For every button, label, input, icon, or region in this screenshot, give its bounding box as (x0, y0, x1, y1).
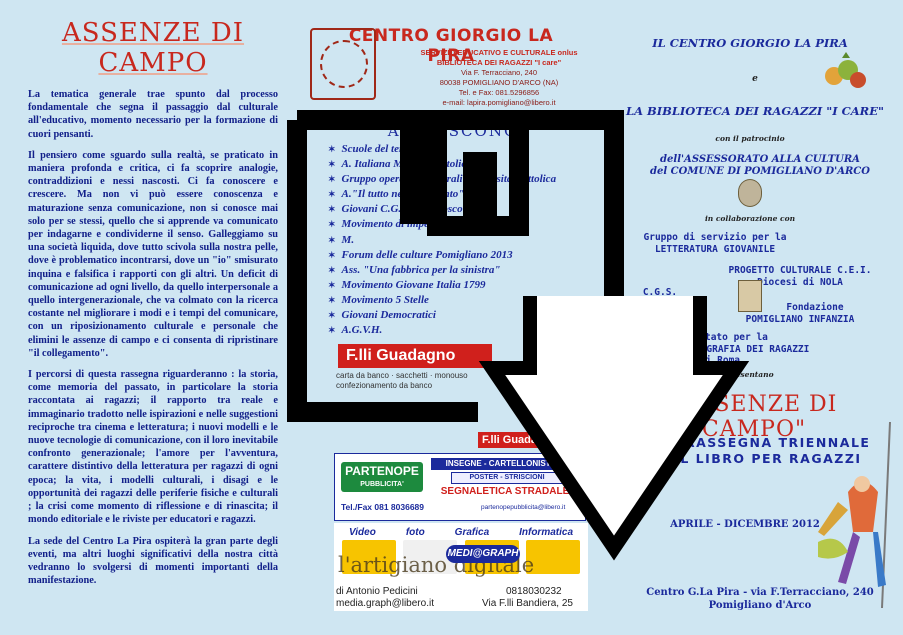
partenope-phone: Tel./Fax 081 8036689 (341, 502, 425, 512)
list-item: A."Il tutto nel frammento" (328, 187, 578, 202)
aderiscono-section: ADERISCONO Scuole del territorio A. Ital… (328, 122, 578, 338)
paragraph: I percorsi di questa rassegna riguardera… (28, 369, 278, 526)
assessorato-line-1: dell'ASSESSORATO ALLA CULTURA (660, 154, 860, 165)
guadagno-line: confezionamento da banco (336, 381, 433, 390)
partenope-logo: PARTENOPE PUBBLICITA' (341, 462, 423, 492)
list-item: Ass. "Una fabbrica per la sinistra" (328, 263, 578, 278)
header-line: SERVIZIO EDUCATIVO E CULTURALE onlus (420, 48, 578, 57)
centro-address: SERVIZIO EDUCATIVO E CULTURALE onlus BIB… (414, 48, 584, 108)
assessorato-line-2: del COMUNE DI POMIGLIANO D'ARCO (650, 166, 870, 177)
partenope-brand-sub: PUBBLICITA' (360, 481, 404, 488)
comitato-line-1: Comitato per la (682, 332, 768, 343)
partenope-email: partenopepubblicita@libero.it (481, 504, 566, 511)
list-item: Scuole del territorio (328, 142, 578, 157)
guadagno-logo: F.lli Guadagno (338, 344, 492, 368)
middle-panel: CENTRO GIORGIO LA PIRA SERVIZIO EDUCATIV… (306, 0, 592, 635)
centro-title: CENTRO GIORGIO LA PIRA (348, 26, 554, 66)
header-line: BIBLIOTECA DEI RAGAZZI "I care" (436, 58, 562, 67)
paragraph: Il pensiero come sguardo sulla realtà, s… (28, 149, 278, 359)
guadagno-line: carta da banco · sacchetti · monouso (336, 371, 468, 380)
event-dates: APRILE - DICEMBRE 2012 (670, 519, 820, 530)
mediagraph-phone: 0818030232 (506, 586, 562, 597)
partenope-poster: POSTER - STRISCIONI (451, 472, 563, 484)
partenope-segnaletica: SEGNALETICA STRADALE (440, 486, 570, 497)
cgs-line-2: DON BOSCO (644, 299, 696, 310)
header-line: e-mail: lapira.pomigliano@libero.it (442, 98, 556, 107)
list-item: Forum delle culture Pomigliano 2013 (328, 248, 578, 263)
column-informatica: Informatica (519, 527, 574, 538)
progetto-line-2: Diocesi di NOLA (757, 277, 843, 288)
fondazione-line-2: POMIGLIANO INFANZIA (745, 314, 855, 325)
list-item: A. Italiana Maestri Cattolici (328, 157, 578, 172)
header-line: 80038 POMIGLIANO D'ARCO (NA) (439, 78, 559, 87)
list-item: M. (328, 233, 578, 248)
column-video: Video (348, 527, 376, 538)
mediagraph-address: Via F.lli Bandiera, 25 (482, 598, 573, 609)
comitato-line-3: di Roma (699, 355, 741, 366)
gruppo-line-1: Gruppo di servizio per la (643, 232, 787, 243)
figure-illustration-icon (818, 422, 891, 609)
header-line: Via F. Terracciano, 240 (460, 68, 538, 77)
conjunction: e (752, 74, 758, 84)
list-item: Gruppo operatori culturali Università Ca… (328, 172, 578, 187)
right-panel: IL CENTRO GIORGIO LA PIRA e LA BIBLIOTEC… (600, 0, 903, 635)
mediagraph-logo: MEDI@GRAPH (446, 545, 520, 563)
service-card (526, 540, 581, 574)
list-item: Movimento 5 Stelle (328, 293, 578, 308)
organizer-line-2: LA BIBLIOTECA DEI RAGAZZI "I CARE" (626, 104, 884, 118)
list-item: A.G.V.H. (328, 323, 578, 338)
partenope-ad: PARTENOPE PUBBLICITA' INSEGNE - CARTELLO… (334, 453, 586, 521)
aderiscono-list: Scuole del territorio A. Italiana Maestr… (328, 142, 578, 338)
guadagno-logo-small: F.lli Guadagno (478, 432, 576, 448)
mediagraph-ad: Video foto Grafica Informatica l'artigia… (334, 523, 588, 611)
mediagraph-email: media.graph@libero.it (336, 598, 434, 609)
comitato-line-2: CINEMATOGRAFIA DEI RAGAZZI (660, 344, 810, 355)
list-item: Movimento di impegno educativo di A.C. (328, 217, 578, 232)
stamp-icon (310, 28, 376, 100)
list-item: Movimento Giovane Italia 1799 (328, 278, 578, 293)
fruit-illustration-icon (825, 52, 866, 88)
fondazione-line-1: Fondazione (786, 302, 844, 313)
centro-la-pira-header: CENTRO GIORGIO LA PIRA (336, 26, 566, 66)
progetto-line-1: PROGETTO CULTURALE C.E.I. (728, 265, 872, 276)
event-address: Centro G.La Pira - via F.Terracciano, 24… (640, 586, 880, 612)
paragraph: La sede del Centro La Pira ospiterà la g… (28, 535, 278, 587)
mediagraph-columns: Video foto Grafica Informatica (334, 523, 588, 538)
guadagno-tagline: carta da banco · sacchetti · monouso con… (336, 371, 546, 391)
address-line-1: Centro G.La Pira - via F.Terracciano, 24… (646, 587, 874, 598)
aderiscono-title: ADERISCONO (387, 122, 519, 140)
column-foto: foto (405, 527, 425, 538)
header-line: Tel. e Fax: 081.5296856 (458, 88, 540, 97)
patrocinio-label: con il patrocinio (715, 134, 785, 143)
cgs-line-1: C.G.S. (642, 287, 678, 298)
presentano-label: presentano (726, 370, 774, 379)
comune-emblem-icon (738, 179, 762, 207)
cgs-emblem-icon (738, 280, 762, 312)
mediagraph-author: di Antonio Pedicini (336, 586, 418, 597)
paragraph: La tematica generale trae spunto dal pro… (28, 89, 278, 140)
left-panel-title: ASSENZE DI CAMPO (61, 18, 245, 78)
partenope-brand: PARTENOPE (345, 464, 419, 478)
address-line-2: Pomigliano d'Arco (708, 600, 812, 611)
list-item: Giovani C.G.S. Don Bosco (328, 202, 578, 217)
service-card (341, 540, 396, 574)
gruppo-line-2: LETTERATURA GIOVANILE (654, 244, 776, 255)
left-panel: ASSENZE DI CAMPO La tematica generale tr… (0, 0, 298, 635)
partenope-band: INSEGNE - CARTELLONISTICA (431, 458, 579, 470)
collaborazione-label: in collaborazione con (704, 214, 796, 223)
organizer-line-1: IL CENTRO GIORGIO LA PIRA (652, 36, 848, 50)
list-item: Giovani Democratici (328, 308, 578, 323)
column-grafica: Grafica (454, 527, 490, 538)
